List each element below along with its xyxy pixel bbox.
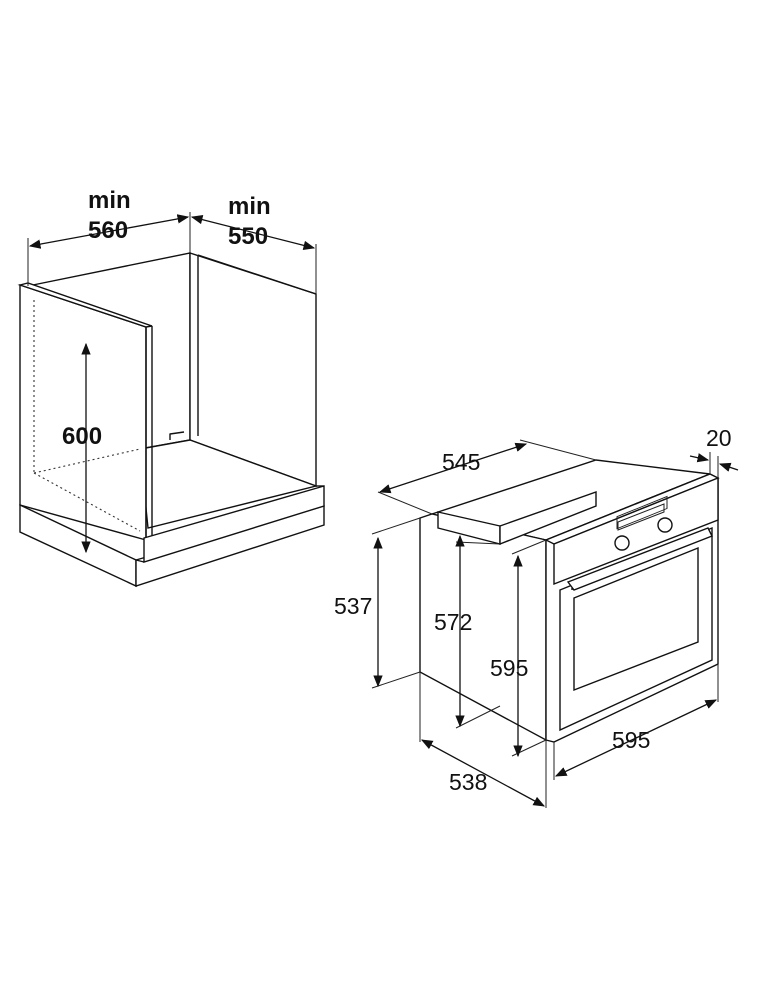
oven-front-thickness-value: 20 (706, 425, 732, 451)
oven-display (617, 503, 665, 531)
oven-knob-right (657, 517, 673, 533)
oven-drawing: 545 20 537 572 595 595 538 (334, 425, 739, 808)
oven-front-height-value: 595 (490, 655, 528, 681)
oven-side-height-value: 537 (334, 593, 372, 619)
cabinet-drawing: min 560 min 550 600 (17, 187, 325, 588)
oven-front-width-value: 595 (612, 727, 650, 753)
oven-control-panel (553, 476, 719, 586)
oven-door-window (573, 546, 699, 692)
cabinet-depth-value: 550 (228, 223, 268, 250)
oven-door-handle (566, 527, 713, 591)
oven-depth-top-value: 545 (442, 449, 480, 475)
oven-inner-height-value: 572 (434, 609, 472, 635)
cabinet-height-value: 600 (62, 423, 102, 450)
cabinet-depth-min-label: min (228, 193, 271, 220)
oven-knob-left (614, 535, 630, 551)
cabinet-width-value: 560 (88, 217, 128, 244)
cabinet-width-min-label: min (88, 187, 131, 214)
oven-bottom-depth-value: 538 (449, 769, 487, 795)
cabinet-left-panel (19, 284, 147, 541)
